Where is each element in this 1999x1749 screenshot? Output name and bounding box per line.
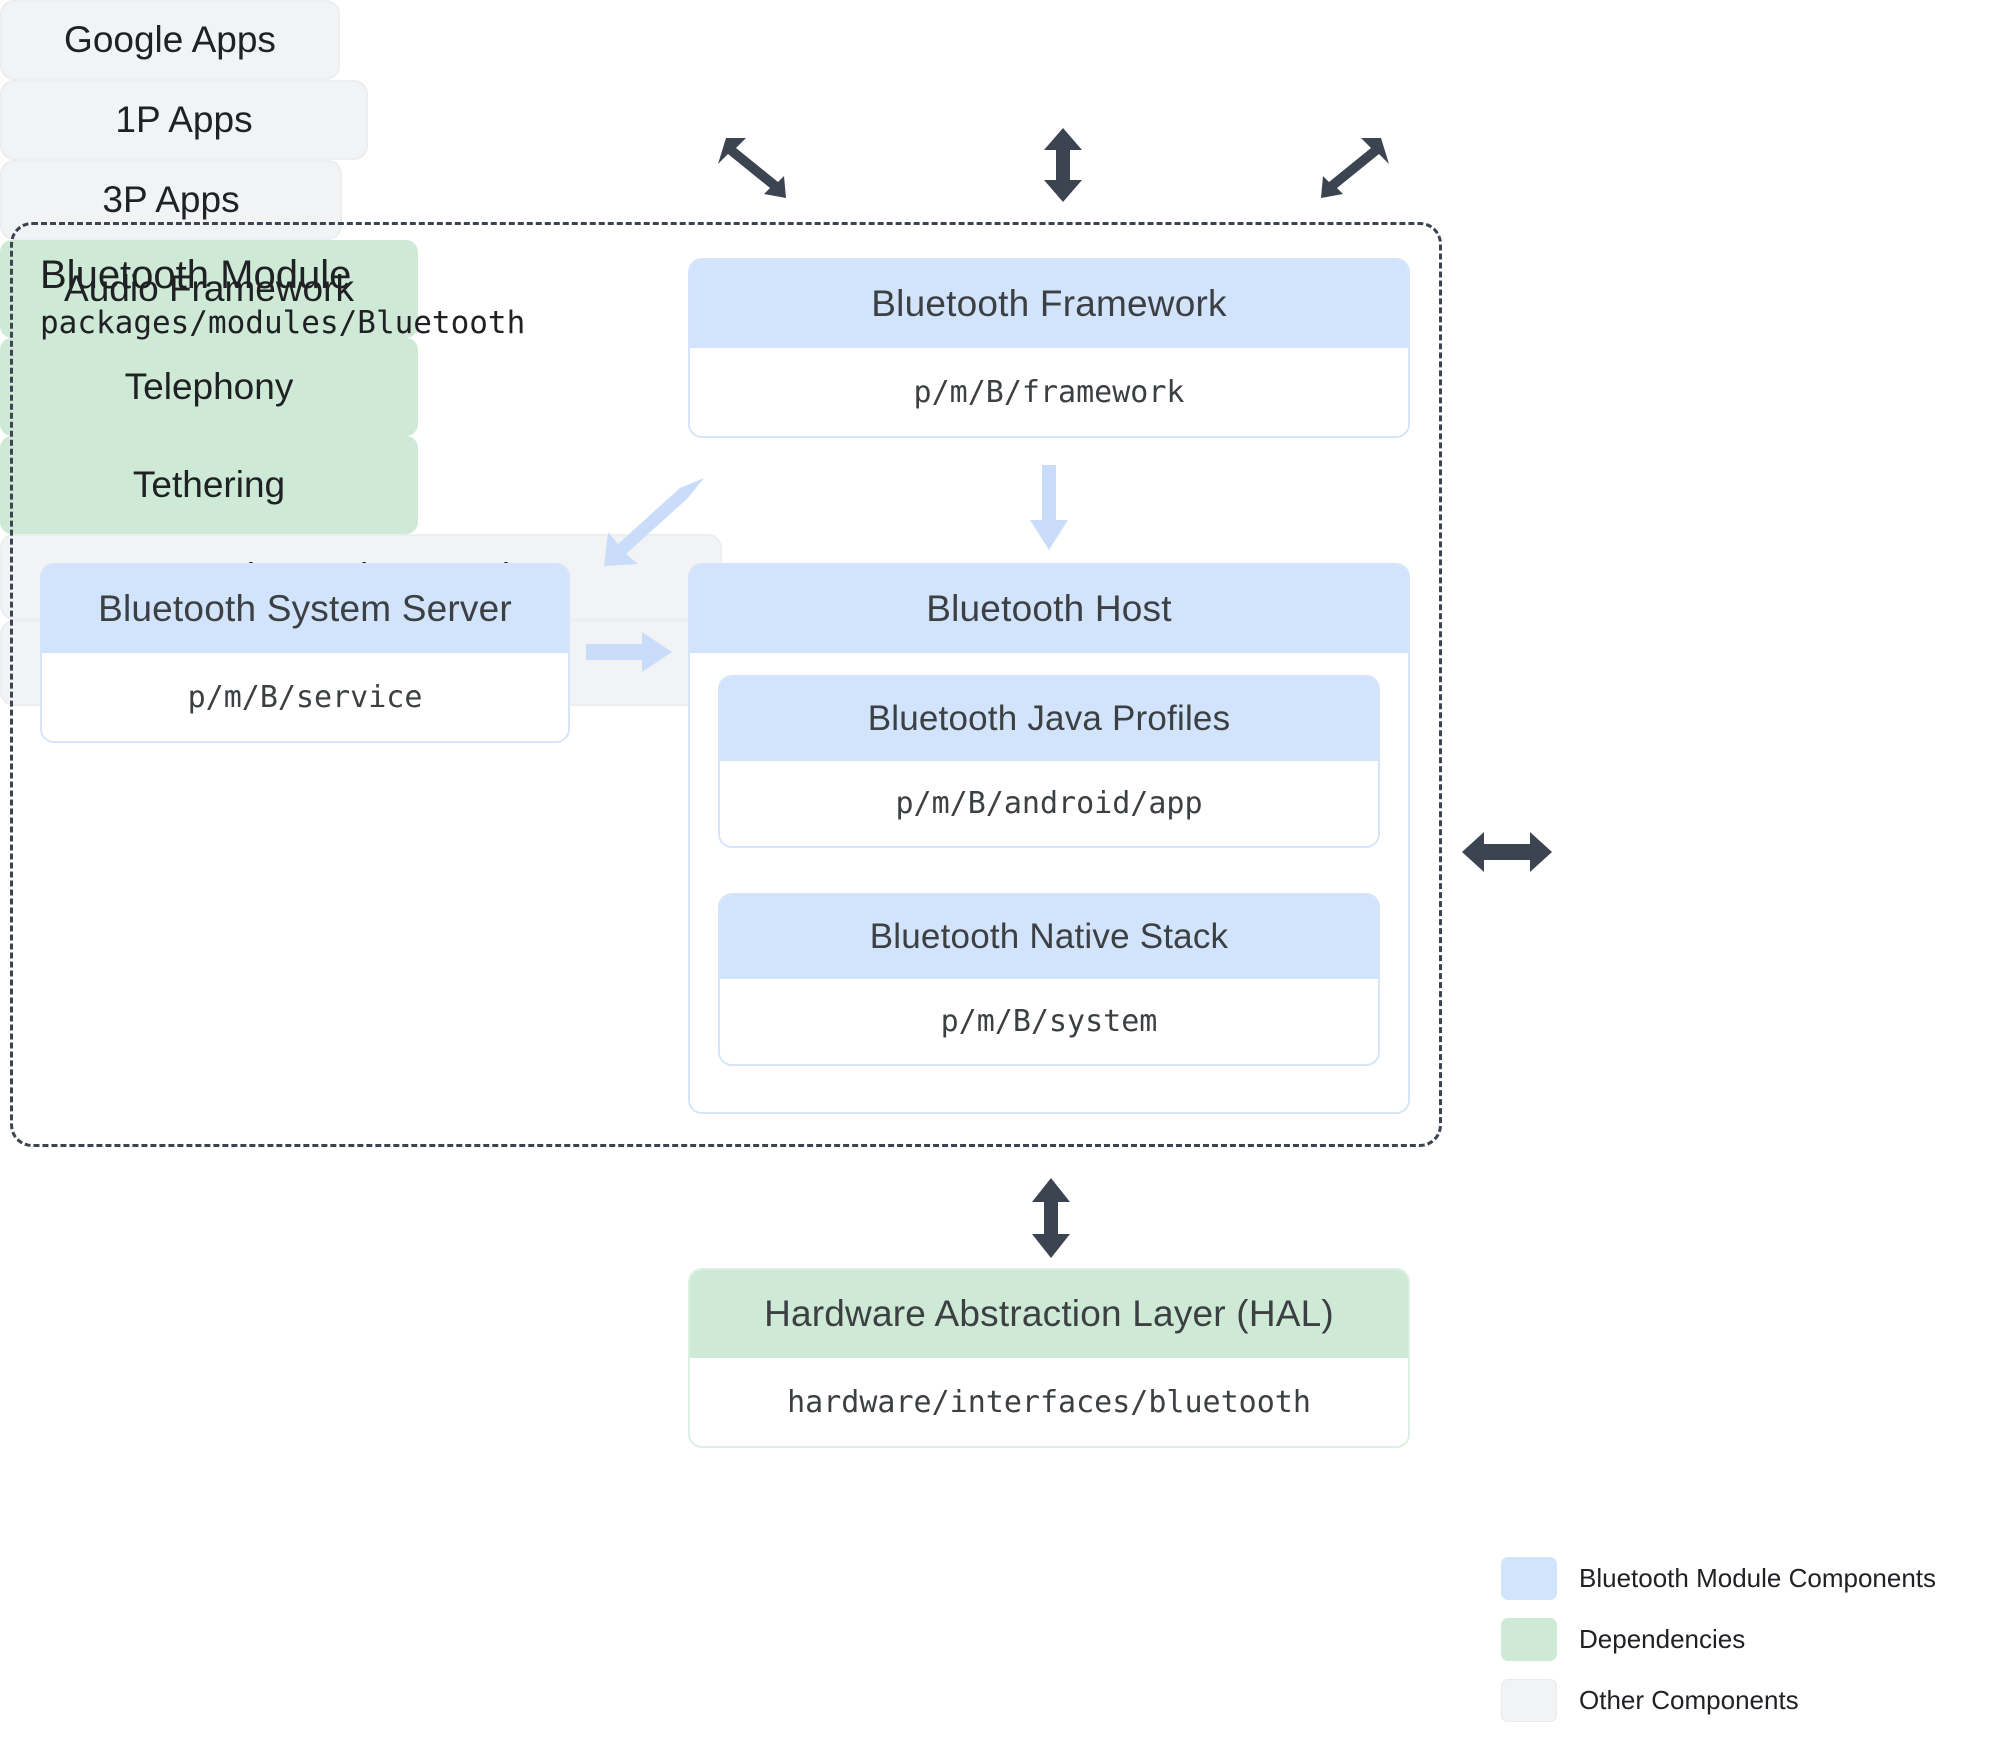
- legend-swatch-module-components: [1501, 1557, 1557, 1600]
- bluetooth-module-container: [10, 222, 1442, 1147]
- tethering-box[interactable]: Tethering: [0, 436, 418, 534]
- hal-box[interactable]: Hardware Abstraction Layer (HAL) hardwar…: [688, 1268, 1410, 1448]
- bluetooth-java-profiles-box[interactable]: Bluetooth Java Profiles p/m/B/android/ap…: [718, 675, 1380, 848]
- bluetooth-system-server-path: p/m/B/service: [42, 653, 568, 741]
- legend: Bluetooth Module Components Dependencies…: [1501, 1557, 1936, 1740]
- hal-path: hardware/interfaces/bluetooth: [690, 1358, 1408, 1446]
- 3p-apps-label: 3P Apps: [102, 179, 240, 220]
- legend-item-other-components: Other Components: [1501, 1679, 1936, 1722]
- bluetooth-java-profiles-title: Bluetooth Java Profiles: [720, 677, 1378, 761]
- legend-label-dependencies: Dependencies: [1579, 1624, 1746, 1654]
- bluetooth-host-box[interactable]: Bluetooth Host Bluetooth Java Profiles p…: [688, 563, 1410, 1114]
- framework-to-system-server-arrow: [604, 478, 704, 566]
- module-title: Bluetooth Module: [40, 253, 352, 297]
- telephony-box[interactable]: Telephony: [0, 338, 418, 436]
- 1p-apps-box[interactable]: 1P Apps: [0, 80, 368, 160]
- host-to-dependencies-arrow: [1462, 832, 1552, 872]
- telephony-label: Telephony: [124, 366, 294, 407]
- bluetooth-framework-path: p/m/B/framework: [690, 348, 1408, 436]
- legend-item-module-components: Bluetooth Module Components: [1501, 1557, 1936, 1600]
- google-apps-label: Google Apps: [64, 19, 276, 60]
- bluetooth-host-title: Bluetooth Host: [690, 565, 1408, 653]
- legend-label-other-components: Other Components: [1579, 1685, 1799, 1715]
- 1p-apps-to-module-arrow: [1044, 128, 1082, 202]
- framework-to-host-arrow: [1030, 465, 1068, 550]
- bluetooth-native-stack-title: Bluetooth Native Stack: [720, 895, 1378, 979]
- tethering-label: Tethering: [132, 464, 286, 505]
- hal-title: Hardware Abstraction Layer (HAL): [690, 1270, 1408, 1358]
- bluetooth-native-stack-path: p/m/B/system: [720, 979, 1378, 1064]
- bluetooth-system-server-title: Bluetooth System Server: [42, 565, 568, 653]
- 3p-apps-box[interactable]: 3P Apps: [0, 160, 342, 240]
- google-apps-to-module-arrow: [718, 138, 786, 198]
- google-apps-box[interactable]: Google Apps: [0, 0, 340, 80]
- legend-swatch-dependencies: [1501, 1618, 1557, 1661]
- legend-item-dependencies: Dependencies: [1501, 1618, 1936, 1661]
- bluetooth-framework-box[interactable]: Bluetooth Framework p/m/B/framework: [688, 258, 1410, 438]
- legend-label-module-components: Bluetooth Module Components: [1579, 1563, 1937, 1593]
- bluetooth-system-server-box[interactable]: Bluetooth System Server p/m/B/service: [40, 563, 570, 743]
- legend-swatch-other-components: [1501, 1679, 1557, 1722]
- bluetooth-java-profiles-path: p/m/B/android/app: [720, 761, 1378, 846]
- module-to-hal-arrow: [1032, 1178, 1070, 1258]
- bluetooth-framework-title: Bluetooth Framework: [690, 260, 1408, 348]
- bluetooth-native-stack-box[interactable]: Bluetooth Native Stack p/m/B/system: [718, 893, 1380, 1066]
- 1p-apps-label: 1P Apps: [115, 99, 253, 140]
- audio-framework-box[interactable]: Audio Framework: [0, 240, 418, 338]
- audio-framework-label: Audio Framework: [64, 268, 354, 309]
- system-server-to-host-arrow: [586, 632, 672, 672]
- module-path: packages/modules/Bluetooth: [40, 305, 526, 341]
- 3p-apps-to-module-arrow: [1321, 138, 1389, 198]
